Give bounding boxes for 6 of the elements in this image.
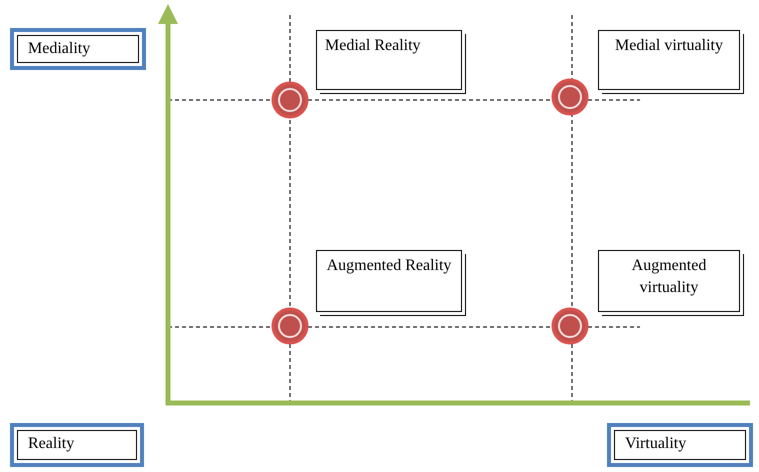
axis-label-box [10,423,144,467]
axis-label-box [607,423,753,467]
axis-label: Mediality [17,35,139,63]
axis-label: Reality [17,430,137,460]
axis-label-box [10,28,146,70]
axis-label: Virtuality [614,430,746,460]
